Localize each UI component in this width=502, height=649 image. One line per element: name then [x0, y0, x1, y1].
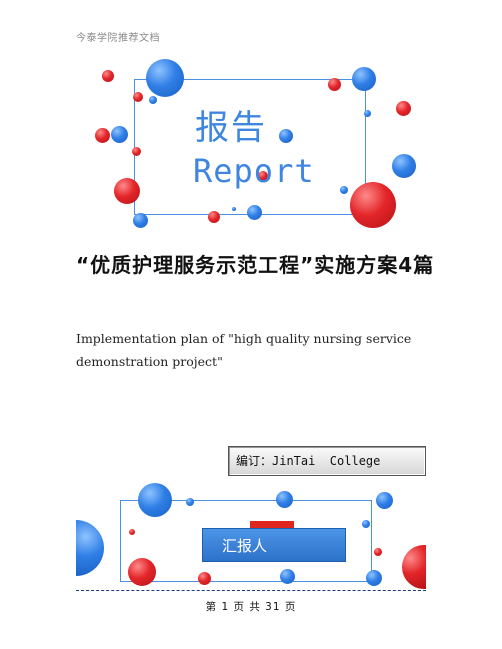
decor-ball: [328, 78, 341, 91]
decor-ball: [280, 569, 295, 584]
decor-ball: [364, 110, 371, 117]
footer-divider: [76, 590, 426, 591]
decor-ball: [114, 178, 140, 204]
decor-ball: [402, 545, 426, 589]
decor-ball: [279, 129, 293, 143]
decor-ball: [232, 207, 236, 211]
banner-subtitle: Report: [193, 152, 315, 190]
decor-ball: [186, 498, 194, 506]
decor-ball: [352, 67, 376, 91]
document-title: “优质护理服务示范工程”实施方案4篇: [76, 253, 435, 277]
reporter-box: [202, 528, 346, 562]
page-number: 第 1 页 共 31 页: [205, 601, 297, 613]
decor-ball: [374, 548, 382, 556]
decor-ball: [132, 147, 141, 156]
decor-ball: [133, 92, 143, 102]
decor-ball: [198, 572, 211, 585]
decor-ball: [276, 491, 293, 508]
decor-ball: [392, 154, 416, 178]
decor-ball: [149, 96, 157, 104]
decor-ball: [146, 59, 184, 97]
decor-ball: [366, 570, 382, 586]
decor-ball: [350, 182, 396, 228]
document-english-title: Implementation plan of "high quality nur…: [76, 331, 412, 369]
decor-ball: [133, 213, 148, 228]
decor-ball: [396, 101, 411, 116]
banner-title: 报告: [195, 108, 267, 148]
decor-ball: [128, 558, 156, 586]
decor-ball: [362, 520, 370, 528]
header-text: 今泰学院推荐文档: [76, 33, 160, 44]
decor-ball: [258, 171, 268, 181]
reporter-frame: [120, 500, 372, 582]
decor-ball: [340, 186, 348, 194]
editor-label: 编订：JinTai College: [236, 454, 381, 468]
reporter-label: 汇报人: [222, 537, 268, 555]
decor-ball: [76, 520, 104, 576]
decor-ball: [376, 492, 393, 509]
decor-ball: [111, 126, 128, 143]
editor-box: [228, 446, 426, 476]
decor-ball: [208, 211, 220, 223]
decor-ball: [138, 483, 172, 517]
decor-ball: [102, 70, 114, 82]
decor-ball: [247, 205, 262, 220]
decor-ball: [95, 128, 110, 143]
decor-ball: [129, 529, 135, 535]
